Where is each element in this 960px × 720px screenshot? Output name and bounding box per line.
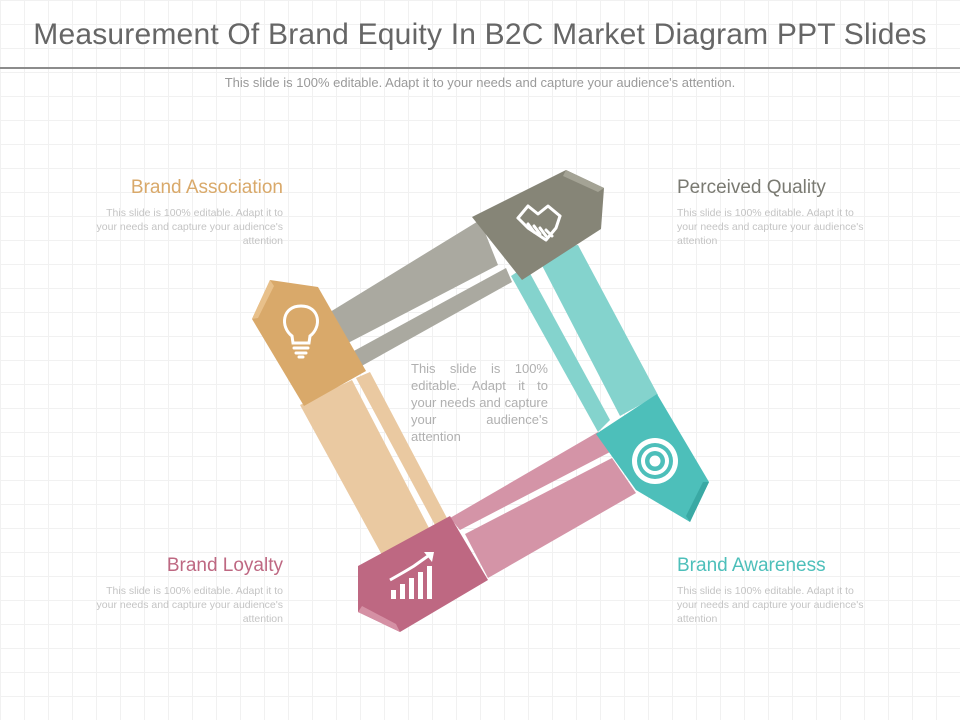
target-icon [632,438,678,484]
perceived-quality-heading: Perceived Quality [677,177,826,198]
brand-association-bar [300,372,448,555]
handshake-icon [516,204,562,242]
brand-association-heading: Brand Association [130,177,283,198]
perceived-quality-description: This slide is 100% editable. Adapt it to… [677,207,864,247]
page-title: Measurement Of Brand Equity In B2C Marke… [33,18,927,51]
brand-awareness-description: This slide is 100% editable. Adapt it to… [677,585,864,625]
brand-loyalty-heading: Brand Loyalty [166,555,283,576]
brand-loyalty-description: This slide is 100% editable. Adapt it to… [96,585,283,625]
brand-association-description: This slide is 100% editable. Adapt it to… [96,207,283,247]
lightbulb-icon [283,304,319,359]
growth-chart-icon [389,552,434,599]
brand-loyalty-bar [450,432,636,578]
title-divider [0,67,960,69]
brand-awareness-heading: Brand Awareness [677,555,826,576]
perceived-quality-arrow [472,170,604,280]
center-description: This slide is 100% editable. Adapt it to… [411,361,548,444]
brand-awareness-bar [511,245,658,432]
perceived-quality-bar [330,220,512,368]
page-subtitle: This slide is 100% editable. Adapt it to… [224,75,736,90]
